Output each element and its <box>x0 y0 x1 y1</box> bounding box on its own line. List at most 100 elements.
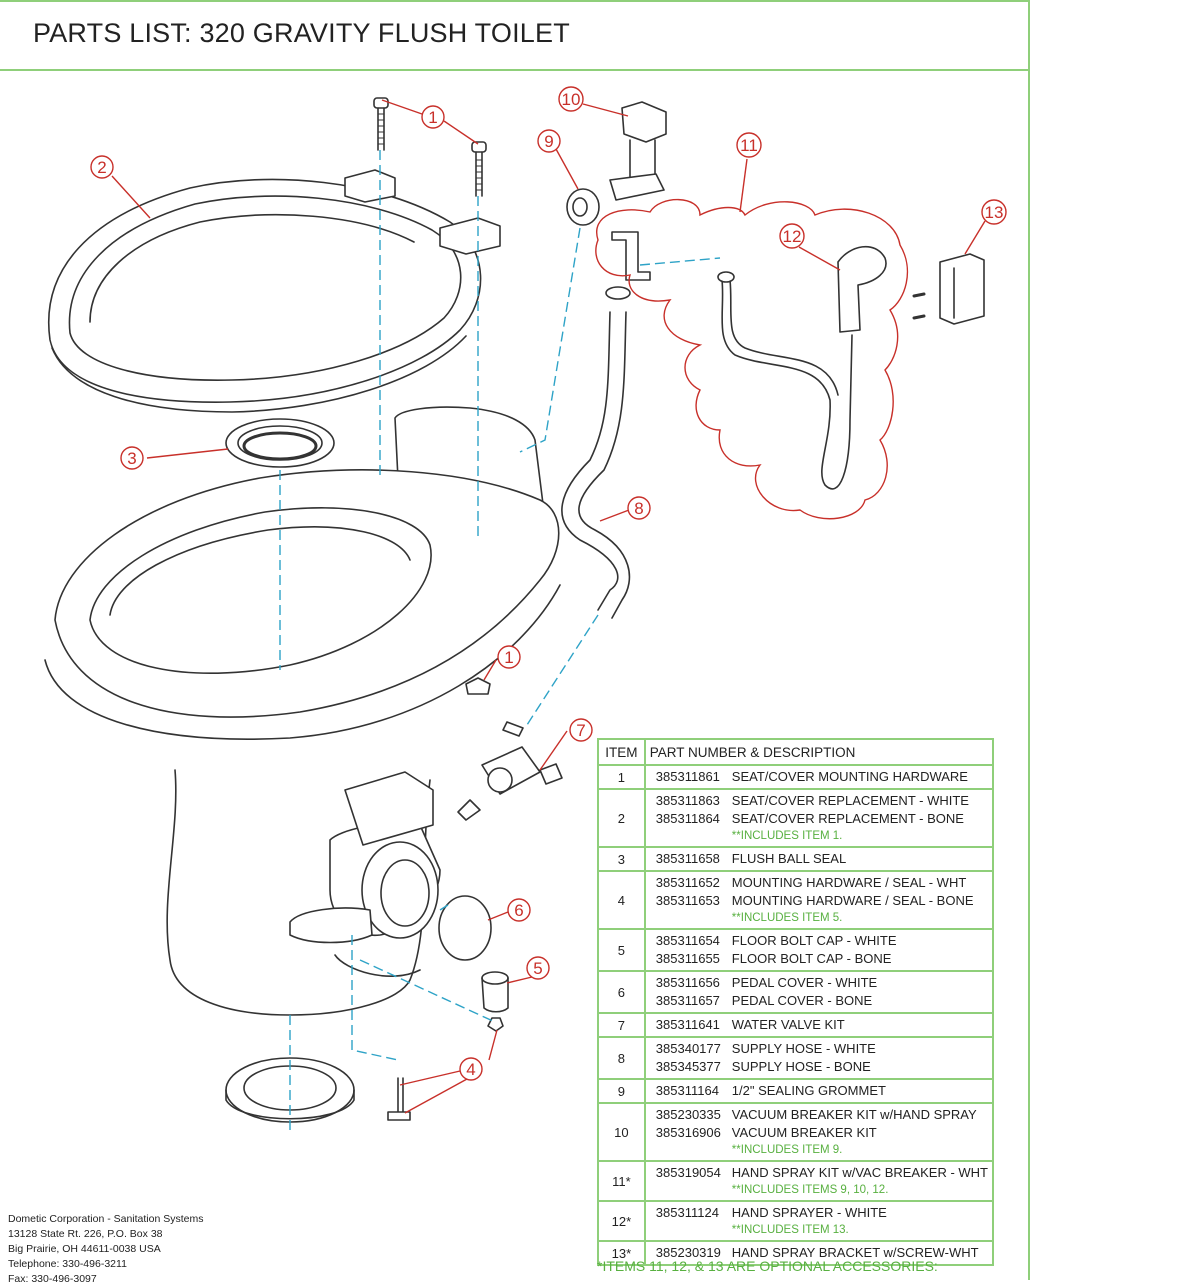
part-number: 385311124 <box>655 1205 719 1220</box>
part-description: SEAT/COVER MOUNTING HARDWARE <box>731 769 968 784</box>
part-number: 385311658 <box>655 851 720 866</box>
flush-ball-seal-part <box>225 418 335 468</box>
frame-top-border <box>0 0 1030 2</box>
item-number: 2 <box>597 788 646 848</box>
includes-note: **INCLUDES ITEM 9. <box>731 1144 843 1156</box>
part-number: 385316906 <box>655 1125 721 1140</box>
item-number: 5 <box>597 928 646 972</box>
vacuum-breaker-part <box>609 101 667 201</box>
part-cell: 385230335 VACUUM BREAKER KIT w/HAND SPRAY… <box>643 1102 995 1162</box>
callout-10: 10 <box>562 90 581 109</box>
item-number: 12* <box>597 1200 646 1242</box>
callout-9: 9 <box>544 132 553 151</box>
part-line: 385311124 HAND SPRAYER - WHITE <box>650 1204 988 1222</box>
company-address-block: Dometic Corporation - Sanitation Systems… <box>8 1212 204 1287</box>
table-header-row: ITEM PART NUMBER & DESCRIPTION <box>597 738 995 766</box>
part-number: 385311656 <box>655 975 720 990</box>
part-description: VACUUM BREAKER KIT w/HAND SPRAY <box>731 1107 977 1122</box>
callout-11: 11 <box>740 136 758 155</box>
part-description: MOUNTING HARDWARE / SEAL - WHT <box>731 875 967 890</box>
exploded-toilet-diagram: 1 2 3 1 4 5 6 7 8 9 10 11 12 13 <box>44 86 1007 1135</box>
water-valve-part <box>457 721 563 821</box>
part-line: 385311861 SEAT/COVER MOUNTING HARDWARE <box>650 768 988 786</box>
table-row: 3 385311658 FLUSH BALL SEAL <box>597 846 995 872</box>
part-description: 1/2" SEALING GROMMET <box>731 1083 886 1098</box>
part-description: FLUSH BALL SEAL <box>731 851 847 866</box>
part-cell: 385311861 SEAT/COVER MOUNTING HARDWARE <box>643 764 995 790</box>
item-number: 8 <box>597 1036 646 1080</box>
part-line: 385230335 VACUUM BREAKER KIT w/HAND SPRAY <box>650 1106 988 1124</box>
part-cell: 385311164 1/2" SEALING GROMMET <box>643 1078 995 1104</box>
includes-note: **INCLUDES ITEMS 9, 10, 12. <box>731 1184 889 1196</box>
part-cell: 385311654 FLOOR BOLT CAP - WHITE 385311655… <box>643 928 995 972</box>
part-line: 385311654 FLOOR BOLT CAP - WHITE <box>650 932 988 950</box>
part-description: HAND SPRAY BRACKET w/SCREW-WHT <box>731 1245 979 1260</box>
item-number: 11* <box>597 1160 646 1202</box>
part-description: HAND SPRAYER - WHITE <box>731 1205 887 1220</box>
callout-4: 4 <box>466 1060 475 1079</box>
callout-13: 13 <box>985 203 1004 222</box>
item-number: 13* <box>597 1240 646 1266</box>
header-part-description: PART NUMBER & DESCRIPTION <box>643 738 995 766</box>
item-number: 3 <box>597 846 646 872</box>
page-title: PARTS LIST: 320 GRAVITY FLUSH TOILET <box>33 18 570 48</box>
part-number: 385311657 <box>655 993 720 1008</box>
item-number: 7 <box>597 1012 646 1038</box>
callout-6: 6 <box>514 901 523 920</box>
seat-bolts-part <box>373 97 487 197</box>
part-description: WATER VALVE KIT <box>731 1017 845 1032</box>
callout-8: 8 <box>634 499 643 518</box>
callout-12: 12 <box>783 227 802 246</box>
company-phone: Telephone: 330-496-3211 <box>8 1258 127 1270</box>
part-number: 385311654 <box>655 933 720 948</box>
company-city: Big Prairie, OH 44611-0038 USA <box>8 1243 161 1255</box>
part-description: FLOOR BOLT CAP - WHITE <box>731 933 897 948</box>
pedal-cover-part <box>438 895 492 961</box>
part-number: 385311861 <box>655 769 720 784</box>
part-number: 385319054 <box>655 1165 721 1180</box>
callout-1b: 1 <box>504 648 513 667</box>
frame-right-border <box>1028 0 1030 1280</box>
part-line: 385311656 PEDAL COVER - WHITE <box>650 974 988 992</box>
part-number: 385311864 <box>655 811 720 826</box>
seat-cover-part <box>48 169 501 413</box>
part-number: 385340177 <box>655 1041 721 1056</box>
callout-7: 7 <box>576 721 585 740</box>
hand-sprayer-part <box>717 245 887 490</box>
hand-spray-bracket-part <box>912 253 985 325</box>
optional-accessories-footnote: *ITEMS 11, 12, & 13 ARE OPTIONAL ACCESSO… <box>597 1258 938 1274</box>
item-number: 6 <box>597 970 646 1014</box>
part-number: 385311863 <box>655 793 720 808</box>
part-line: 385311864 SEAT/COVER REPLACEMENT - BONE <box>650 810 988 828</box>
part-number: 385311655 <box>655 951 720 966</box>
part-description: PEDAL COVER - WHITE <box>731 975 878 990</box>
part-number: 385311164 <box>655 1083 719 1098</box>
part-number: 385230335 <box>655 1107 721 1122</box>
sealing-grommet-part <box>566 188 600 226</box>
part-description: SEAT/COVER REPLACEMENT - BONE <box>731 811 964 826</box>
callout-1a: 1 <box>428 108 437 127</box>
